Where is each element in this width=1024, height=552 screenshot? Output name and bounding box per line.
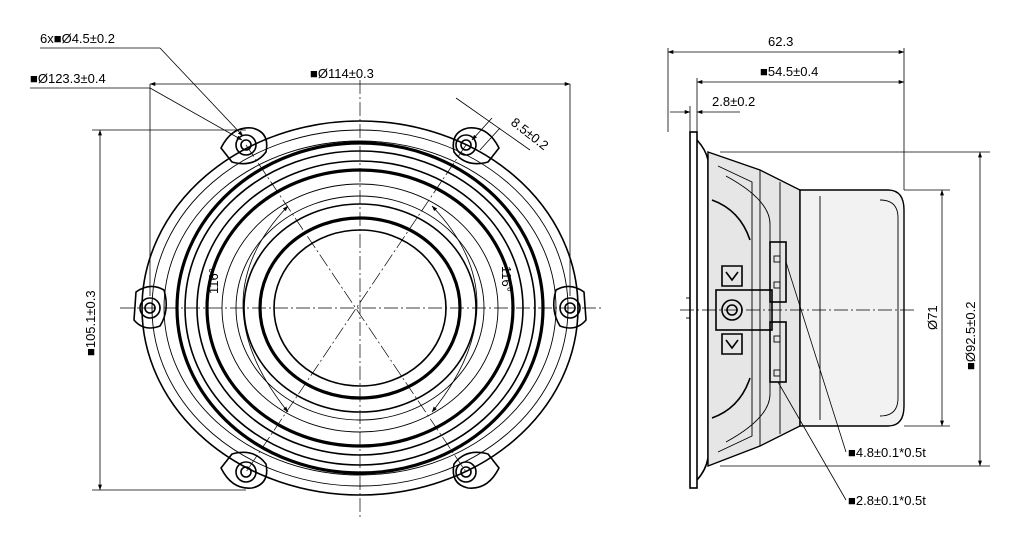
mount-hole-bottom-right bbox=[452, 451, 500, 489]
dim-terminal-small: ■2.8±0.1*0.5t bbox=[777, 381, 926, 508]
label-total-depth: 62.3 bbox=[768, 34, 793, 49]
label-angle-right: 116° bbox=[499, 266, 514, 292]
dim-flange-thickness: 2.8±0.2 bbox=[670, 94, 755, 132]
label-mount-holes: 6x■Ø4.5±0.2 bbox=[40, 31, 115, 46]
side-magnet bbox=[799, 189, 905, 427]
dim-outer-diameter: ■Ø114±0.3 bbox=[149, 66, 571, 296]
side-view: 62.3 ■54.5±0.4 2.8±0.2 Ø71 ■Ø92.5±0.2 bbox=[667, 34, 990, 508]
dim-frame-diameter: ■Ø92.5±0.2 bbox=[720, 151, 990, 467]
label-terminal-large: ■4.8±0.1*0.5t bbox=[848, 445, 926, 460]
label-slot-width: 8.5±0.2 bbox=[508, 115, 551, 153]
label-outer-diameter: ■Ø114±0.3 bbox=[310, 66, 374, 81]
dim-bolt-circle: ■Ø123.3±0.4 bbox=[30, 71, 243, 141]
front-center-lines bbox=[120, 80, 604, 520]
label-magnet-diameter: Ø71 bbox=[925, 305, 940, 330]
label-angle-left: 116° bbox=[206, 268, 221, 294]
label-bolt-circle: ■Ø123.3±0.4 bbox=[30, 71, 106, 86]
label-height: ■105.1±0.3 bbox=[83, 290, 98, 356]
label-terminal-small: ■2.8±0.1*0.5t bbox=[848, 493, 926, 508]
mount-hole-top-right bbox=[452, 127, 500, 165]
dim-angle-left: 116° bbox=[206, 205, 289, 413]
label-mount-depth: ■54.5±0.4 bbox=[760, 64, 818, 79]
label-frame-diameter: ■Ø92.5±0.2 bbox=[963, 302, 978, 370]
dim-mount-depth: ■54.5±0.4 bbox=[696, 64, 905, 132]
dim-angle-right: 116° bbox=[431, 205, 514, 413]
mount-hole-top-left bbox=[220, 127, 268, 165]
dim-height: ■105.1±0.3 bbox=[83, 129, 246, 491]
dim-mount-holes: 6x■Ø4.5±0.2 bbox=[40, 31, 244, 137]
dim-total-depth: 62.3 bbox=[667, 34, 905, 190]
mount-hole-bottom-left bbox=[220, 451, 268, 489]
dim-magnet-diameter: Ø71 bbox=[904, 189, 950, 427]
front-view: ■Ø114±0.3 ■Ø123.3±0.4 6x■Ø4.5±0.2 8.5±0.… bbox=[30, 31, 604, 520]
label-flange-thickness: 2.8±0.2 bbox=[712, 94, 755, 109]
dim-terminal-large: ■4.8±0.1*0.5t bbox=[785, 261, 926, 460]
